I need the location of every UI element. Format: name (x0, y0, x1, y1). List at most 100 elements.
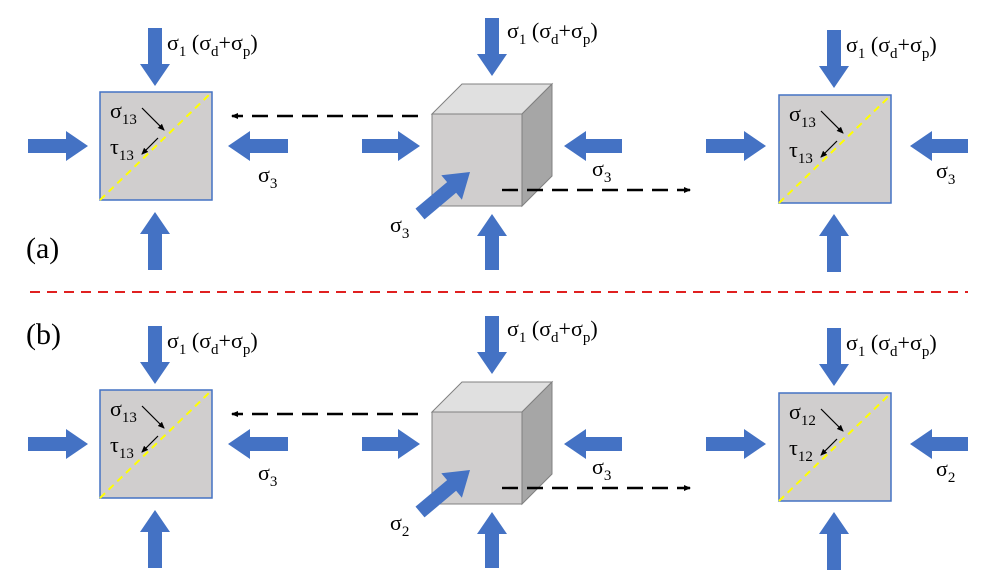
panel-b-right-top-load-label-sub3: p (922, 344, 930, 360)
panel-a-left-top-load-label-sub2: d (211, 44, 219, 60)
panel-a-left-square-normal-stress-label-symbol: σ (110, 98, 122, 123)
panel-b-right-square-shear-stress-label-subscript: 12 (798, 449, 813, 465)
panel-a-right-top-arrow (819, 30, 849, 88)
panel-a-right-square-normal-stress-label-subscript: 13 (801, 115, 816, 131)
panel-b-left-top-load-label-sub: 1 (179, 342, 187, 358)
panel-b-cube-top-load-label-sym: σ (507, 316, 519, 341)
panel-b-cube-top-load-label-paren-close: ) (590, 316, 597, 341)
panel-b-left-square-normal-stress-label: σ13 (110, 396, 137, 426)
panel-b-cube-top-load-label-sub2: d (551, 330, 559, 346)
panel-b-right-left-arrow (706, 429, 766, 459)
panel-b-left-top-load-label-sym3: σ (231, 328, 243, 353)
panel-a-right-bottom-arrow (819, 214, 849, 272)
panel-a-cube-top-load-label-plus: + (559, 18, 571, 43)
panel-a-left-square-failure-plane (99, 91, 213, 201)
panel-b-left-square-failure-plane (99, 389, 213, 499)
panel-a-right-top-load-label-sym: σ (846, 32, 858, 57)
panel-a-cube-top-load-label: σ1 (σd+σp) (507, 18, 598, 48)
panel-a-right-square-shear-stress-label: τ13 (789, 137, 813, 167)
panel-b-right-square: σ12 τ12 (778, 392, 892, 502)
panel-a-left-side-label-subscript: 3 (270, 176, 278, 192)
panel-a-cube-bottom-arrow (477, 214, 507, 270)
panel-b-left-top-load-label-paren-close: ) (250, 328, 257, 353)
panel-b-cube-front-arrow (415, 470, 470, 518)
panel-b-cube-top-load-label: σ1 (σd+σp) (507, 316, 598, 346)
panel-a-cube-top-load-label-sym2: σ (539, 18, 551, 43)
panel-a-cube-front-label: σ3 (390, 212, 409, 242)
panel-a-left-bottom-arrow (140, 212, 170, 270)
panel-b-right-square-normal-stress-label: σ12 (789, 399, 816, 429)
panel-b-right-top-load-label-sym: σ (846, 330, 858, 355)
panel-a-left-top-load-label-sym2: σ (199, 30, 211, 55)
panel-b-left-top-load-label-plus: + (219, 328, 231, 353)
panel-b-left-top-load-label-sub2: d (211, 342, 219, 358)
panel-a-right-square-normal-stress-label-symbol: σ (789, 101, 801, 126)
panel-b-right-square-normal-stress-label-subscript: 12 (801, 413, 816, 429)
panel-b-left-top-load-label-paren-open: ( (186, 328, 199, 353)
panel-b-cube-top-arrow (477, 316, 507, 374)
panel-a-cube-left-arrow (362, 131, 420, 161)
panel-b-right-square-failure-plane (778, 392, 892, 502)
panel-a-left-square-shear-stress-label: τ13 (110, 134, 134, 164)
panel-b-cube-top-load-label-sub3: p (583, 330, 591, 346)
panel-b-right-square-shear-stress-arrow (820, 438, 838, 456)
panel-b-cube-side-label-subscript: 3 (604, 468, 612, 484)
panel-a-label: (a) (26, 232, 59, 265)
panel-b-left-top-load-label-sym: σ (167, 328, 179, 353)
panel-a-left-square-shear-stress-label-symbol: τ (110, 134, 119, 159)
panel-a-cube-front-label-symbol: σ (390, 212, 402, 237)
panel-a-right-top-load-label-sym2: σ (878, 32, 890, 57)
panel-b-right-side-label: σ2 (936, 456, 955, 486)
panel-b-left-square-shear-stress-label: τ13 (110, 432, 134, 462)
panel-a-cube-top-load-label-sym3: σ (571, 18, 583, 43)
panel-a-right-square-shear-stress-arrow (820, 140, 838, 158)
panel-a-left-square-normal-stress-label: σ13 (110, 98, 137, 128)
panel-a-cube-top-load-label-sub3: p (583, 32, 591, 48)
panel-a-cube-front-label-subscript: 3 (402, 226, 410, 242)
panel-b-left-top-load-label: σ1 (σd+σp) (167, 328, 258, 358)
panel-a-left-left-arrow (28, 131, 88, 161)
panel-a-left-square-shear-stress-label-subscript: 13 (119, 148, 134, 164)
panel-a-left-top-load-label-sym: σ (167, 30, 179, 55)
panel-a-right-square-failure-plane (778, 94, 892, 204)
panel-b-left-left-arrow (28, 429, 88, 459)
panel-b-left-square-normal-stress-label-symbol: σ (110, 396, 122, 421)
panel-a-right-square-normal-stress-label: σ13 (789, 101, 816, 131)
panel-b-right-top-load-label-sym3: σ (910, 330, 922, 355)
panel-b-left-top-arrow (140, 326, 170, 384)
panel-b-left-side-label-subscript: 3 (270, 474, 278, 490)
panel-a-left-side-label: σ3 (258, 162, 277, 192)
panel-b-right-side-label-subscript: 2 (948, 470, 956, 486)
panel-b-cube-side-label-symbol: σ (592, 454, 604, 479)
panel-b-left-right-arrow (228, 429, 288, 459)
panel-a-cube-right-arrow (564, 131, 622, 161)
panel-b-left-square-shear-stress-arrow (141, 435, 159, 453)
panel-b-right-square-shear-stress-label: τ12 (789, 435, 813, 465)
panel-a-right-top-load-label-plus: + (898, 32, 910, 57)
panel-b-right-top-arrow (819, 328, 849, 386)
panel-b-right-side-label-symbol: σ (936, 456, 948, 481)
panel-a-right-top-load-label-sub: 1 (858, 46, 866, 62)
panel-b-cube-right-arrow (564, 429, 622, 459)
panel-b-right-square-shear-stress-label-symbol: τ (789, 435, 798, 460)
panel-a-right-top-load-label: σ1 (σd+σp) (846, 32, 937, 62)
panel-b-cube-front-label-symbol: σ (390, 510, 402, 535)
panel-a-right-square-shear-stress-label-subscript: 13 (798, 151, 813, 167)
panel-a-cube-side-label-subscript: 3 (604, 170, 612, 186)
panel-a-right-top-load-label-paren-close: ) (929, 32, 936, 57)
panel-a-left-top-arrow (140, 28, 170, 86)
panel-a-cube-top-load-label-sub2: d (551, 32, 559, 48)
panel-a-left-top-load-label-sub3: p (243, 44, 251, 60)
panel-a-cube-top-load-label-paren-close: ) (590, 18, 597, 43)
panel-b-left-square-shear-stress-label-subscript: 13 (119, 446, 134, 462)
panel-a-left-side-label-symbol: σ (258, 162, 270, 187)
panel-a-right-side-label: σ3 (936, 158, 955, 188)
panel-a-right-square-normal-stress-arrow (820, 110, 844, 134)
panel-a-left-square-normal-stress-label-subscript: 13 (122, 112, 137, 128)
panel-a-cube-top-load-label-sym: σ (507, 18, 519, 43)
